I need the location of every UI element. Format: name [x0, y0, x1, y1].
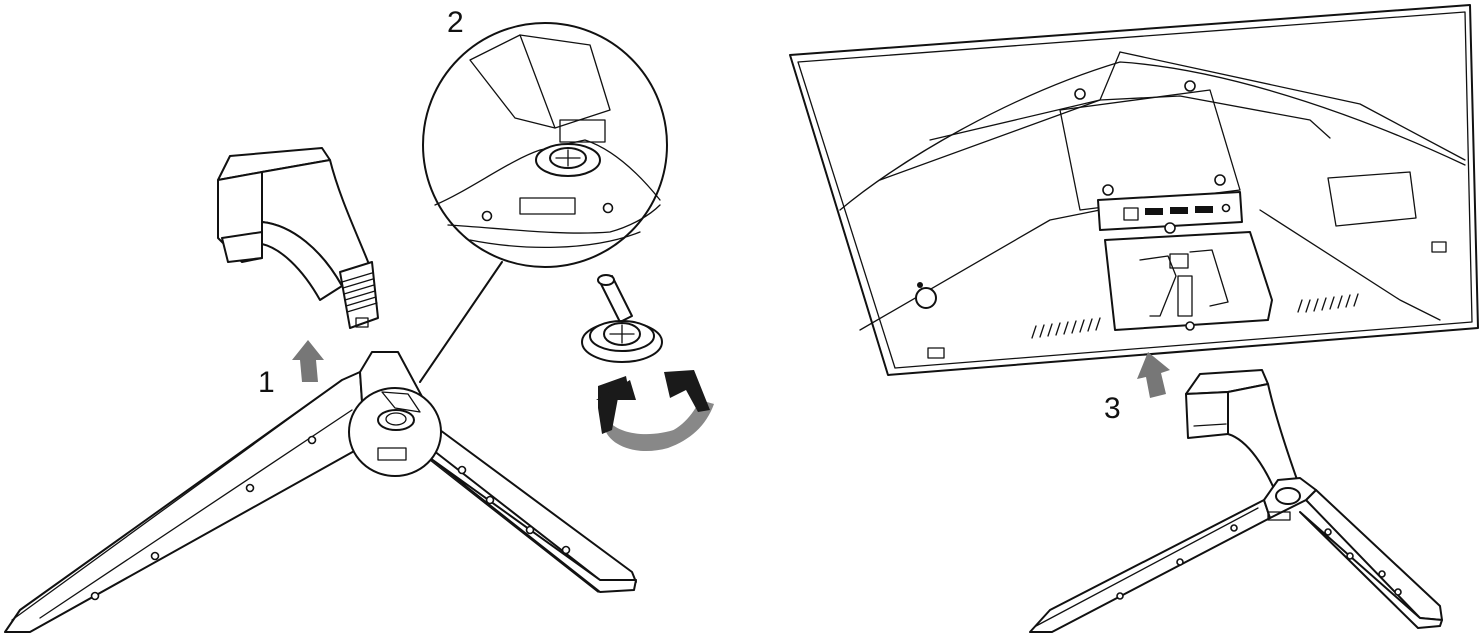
stand-base-left: [4, 351, 637, 633]
zoom-leader-line: [419, 261, 503, 383]
zoom-detail: [419, 22, 668, 383]
assembled-stand: [1029, 369, 1443, 633]
vent-right: [1297, 293, 1359, 313]
stand-neck-part: [217, 147, 379, 329]
step-3-number: 3: [1104, 392, 1121, 425]
stand-mount: [1104, 231, 1273, 331]
control-button: [915, 287, 937, 309]
monitor-back: [789, 4, 1479, 376]
vent-left: [1031, 317, 1101, 339]
up-arrow-icon: [1137, 352, 1170, 398]
zoom-circle: [422, 22, 668, 268]
clockwise-rotate-icon: [596, 370, 714, 452]
step-2-number: 2: [447, 6, 464, 39]
step-1-number: 1: [258, 366, 275, 399]
base-hub-circle: [348, 387, 442, 477]
up-arrow-icon: [292, 340, 324, 382]
thumb-screw: [581, 274, 663, 363]
